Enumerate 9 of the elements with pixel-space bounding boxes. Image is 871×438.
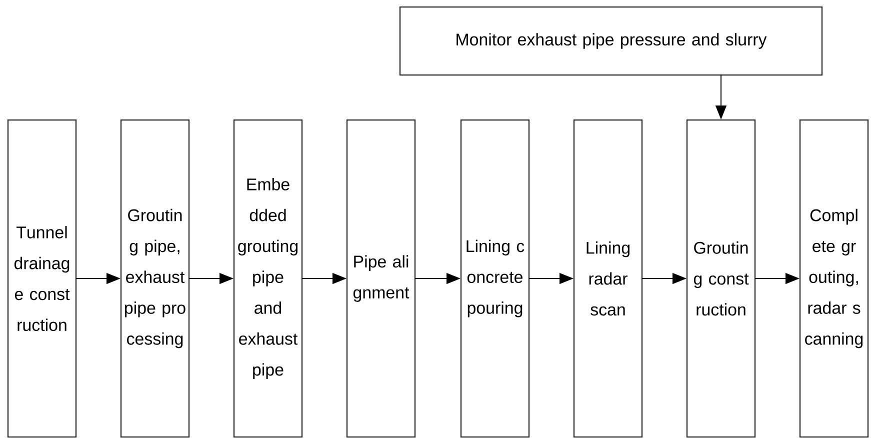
process-box: Lining radar scan	[574, 120, 642, 438]
process-box: Grouting pipe, exhaust pipe processing	[120, 120, 190, 438]
monitor-box: Monitor exhaust pipe pressure and slurry	[400, 6, 822, 76]
process-box: Complete grouting, radar scanning	[800, 120, 868, 438]
process-box: Lining concrete pouring	[460, 120, 530, 438]
process-box: Embedded grouting pipe and exhaust pipe	[234, 120, 302, 438]
process-box: Tunnel drainage construction	[8, 120, 76, 438]
process-box: Grouting construction	[686, 120, 756, 438]
process-box: Pipe alignment	[346, 120, 416, 438]
